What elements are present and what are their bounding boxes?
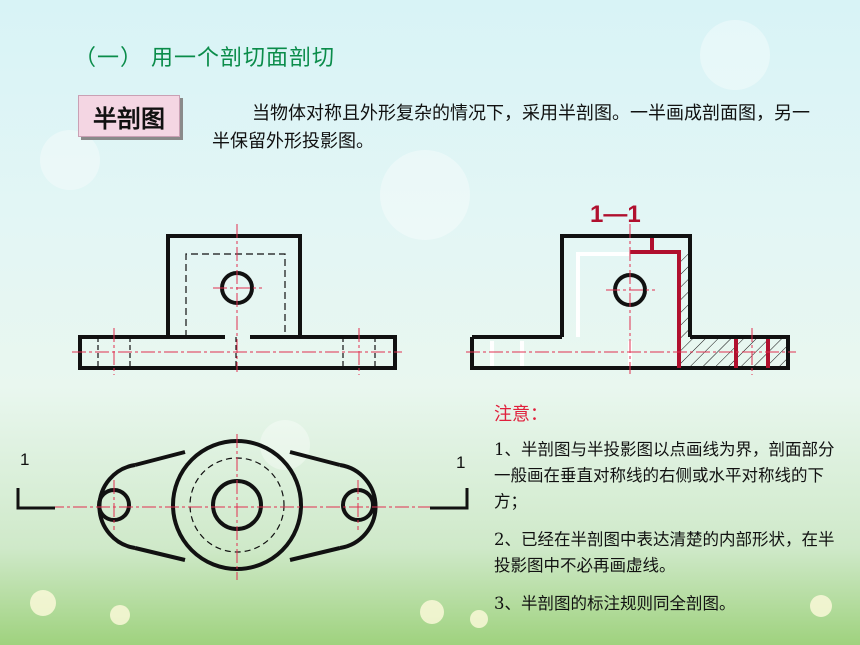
plan-view — [16, 434, 469, 580]
flower-decoration — [470, 610, 488, 628]
notes-heading: 注意： — [494, 404, 548, 425]
cut-mark-left-label: 1 — [20, 450, 29, 469]
flower-decoration — [420, 600, 444, 624]
note-item-1: 1、半剖图与半投影图以点画线为界，剖面部分一般画在垂直对称线的右侧或水平对称线的… — [494, 440, 835, 511]
front-view-projection — [72, 224, 402, 375]
bokeh-decoration — [700, 20, 770, 90]
note-item-3: 3、半剖图的标注规则同全剖图。 — [494, 594, 736, 613]
intro-paragraph: 当物体对称且外形复杂的情况下，采用半剖图。一半画成剖面图，另一半保留外形投影图。 — [212, 100, 812, 156]
section-label: 1—1 — [590, 201, 641, 228]
flower-decoration — [110, 605, 130, 625]
half-section-badge: 半剖图 — [78, 95, 180, 137]
note-item-2: 2、已经在半剖图中表达清楚的内部形状，在半投影图中不必再画虚线。 — [494, 530, 835, 575]
slide-title: （一） 用一个剖切面剖切 — [74, 46, 335, 71]
bokeh-decoration — [380, 150, 470, 240]
cut-mark-right-label: 1 — [456, 453, 465, 472]
flower-decoration — [30, 590, 56, 616]
flower-decoration — [810, 595, 832, 617]
intro-text: 当物体对称且外形复杂的情况下，采用半剖图。一半画成剖面图，另一半保留外形投影图。 — [212, 103, 810, 152]
bokeh-decoration — [40, 130, 100, 190]
front-view-half-section — [466, 224, 796, 375]
